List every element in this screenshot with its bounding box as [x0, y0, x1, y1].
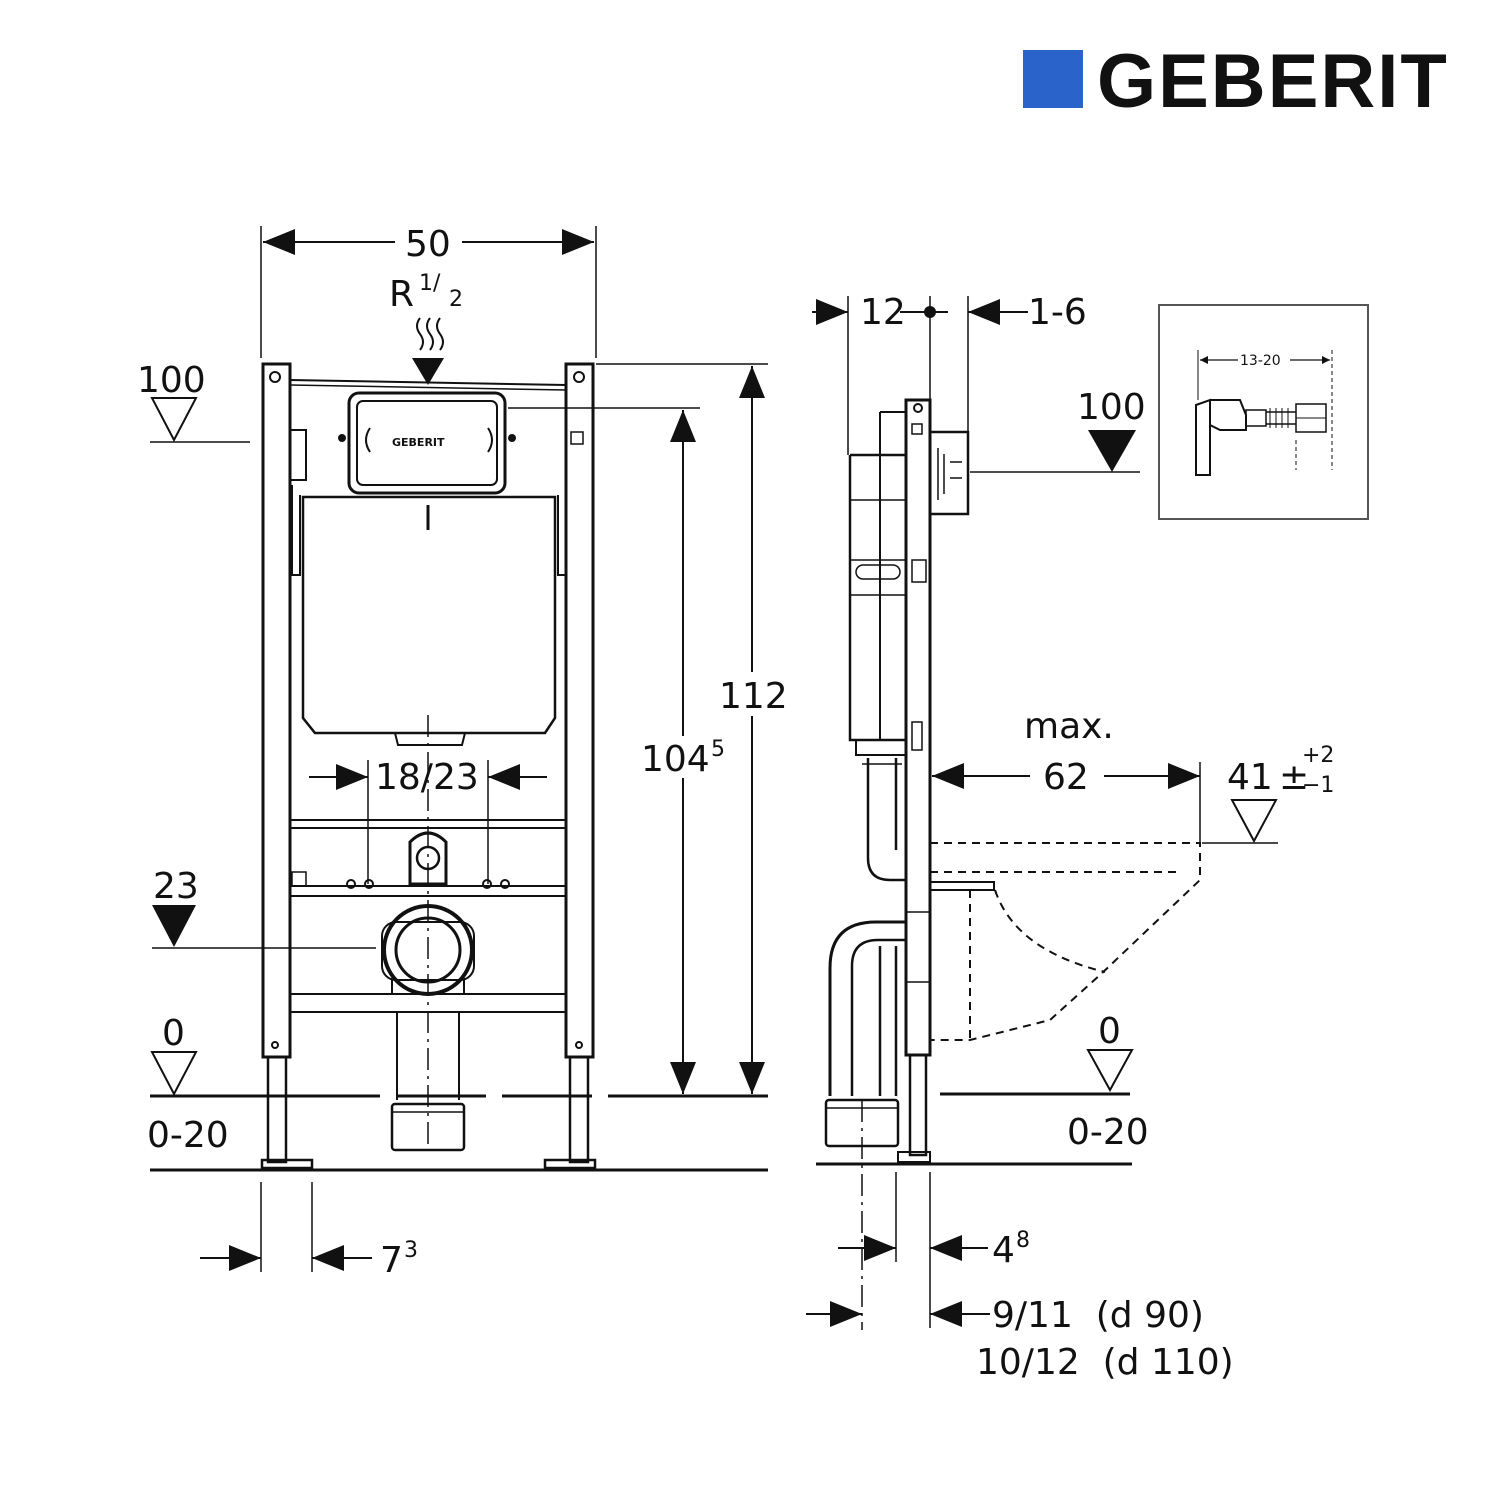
brand-square [1023, 50, 1083, 108]
side-view: 12 1-6 [806, 292, 1334, 1383]
depth-top-label: 12 [860, 292, 906, 333]
height-inner-label: 104 [641, 739, 710, 780]
height-total-label: 112 [719, 676, 788, 717]
supply-sup: 1/ [419, 271, 441, 296]
supply-arrow [412, 358, 444, 385]
foot-offset-sup: 3 [404, 1238, 418, 1263]
width-dimension [260, 226, 597, 358]
offset-b-line1: 9/11 (d 90) [992, 1295, 1204, 1336]
floor-range-label: 0-20 [147, 1115, 229, 1156]
offset-b-line2: 10/12 (d 110) [976, 1342, 1234, 1383]
frame-posts [260, 362, 597, 1170]
foot-offset-label: 7 [380, 1240, 403, 1281]
side-floor-range-label: 0-20 [1067, 1112, 1149, 1153]
depth-adjust-label: 1-6 [1028, 292, 1087, 333]
brand-logo: GEBERIT [1023, 39, 1449, 124]
seat-tol-minus: −1 [1302, 773, 1334, 798]
seat-tol-pm: ± [1279, 757, 1309, 798]
seat-tol-plus: +2 [1302, 743, 1334, 768]
offset-a-sup: 8 [1016, 1228, 1030, 1253]
level-drain-label: 23 [153, 866, 199, 907]
flush-plate: GEBERIT [338, 391, 516, 495]
brand-name: GEBERIT [1097, 39, 1449, 124]
drain-spacing-label: 18/23 [375, 757, 479, 798]
drain-connector [381, 904, 475, 996]
front-view: 50 R 1/ 2 [137, 224, 792, 1281]
supply-label: R [389, 274, 414, 315]
level-top-label: 100 [137, 360, 206, 401]
inset-detail: 13-20 [1158, 304, 1369, 520]
max-value-label: 62 [1043, 757, 1089, 798]
height-inner-sup: 5 [711, 737, 725, 762]
level-floor-label: 0 [162, 1013, 185, 1054]
supply-sub: 2 [449, 287, 463, 312]
max-label: max. [1024, 706, 1114, 747]
inset-range-label: 13-20 [1240, 353, 1281, 369]
wc-bowl-outline [930, 842, 1201, 1041]
seat-height-label: 41 [1227, 757, 1273, 798]
side-level-floor-label: 0 [1098, 1011, 1121, 1052]
side-level-top-label: 100 [1077, 387, 1146, 428]
offset-a-label: 4 [992, 1230, 1015, 1271]
plate-brand: GEBERIT [392, 436, 445, 449]
width-label: 50 [405, 224, 451, 265]
water-wave-icon [416, 317, 444, 351]
